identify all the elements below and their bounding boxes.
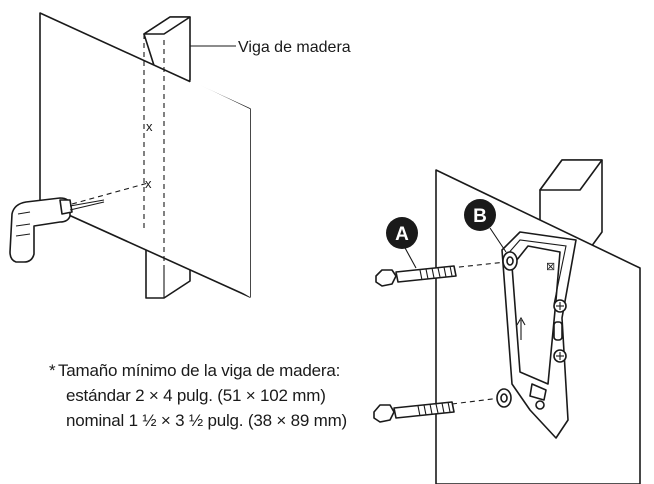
callout-b: B bbox=[464, 199, 507, 253]
footnote-asterisk: * bbox=[49, 361, 56, 380]
lag-bolt-icon bbox=[375, 265, 457, 287]
drill-mark-upper: x bbox=[146, 119, 153, 134]
svg-text:B: B bbox=[473, 206, 487, 227]
drill-icon bbox=[9, 197, 105, 263]
note-line-1: Tamaño mínimo de la viga de madera: bbox=[58, 361, 341, 380]
drill-mark-lower: x bbox=[145, 176, 152, 191]
up-arrow-icon bbox=[516, 316, 526, 340]
wall-bracket-icon: ⊠ bbox=[501, 231, 577, 439]
svg-text:⊠: ⊠ bbox=[546, 261, 555, 273]
note-line-3: nominal 1 ½ × 3 ½ pulg. (38 × 89 mm) bbox=[66, 411, 348, 430]
washer-icon bbox=[496, 251, 518, 408]
right-illustration: ⊠ A bbox=[373, 159, 641, 484]
lag-bolt-icon bbox=[373, 401, 455, 423]
note-line-2: estándar 2 × 4 pulg. (51 × 102 mm) bbox=[66, 386, 326, 405]
wood-beam-label: Viga de madera bbox=[238, 39, 351, 56]
drill-guide-line bbox=[71, 182, 149, 205]
svg-text:A: A bbox=[395, 224, 409, 245]
left-illustration: x x Viga de madera bbox=[9, 12, 351, 299]
beam-size-note: * Tamaño mínimo de la viga de madera: es… bbox=[49, 358, 348, 433]
callout-a: A bbox=[386, 217, 418, 269]
